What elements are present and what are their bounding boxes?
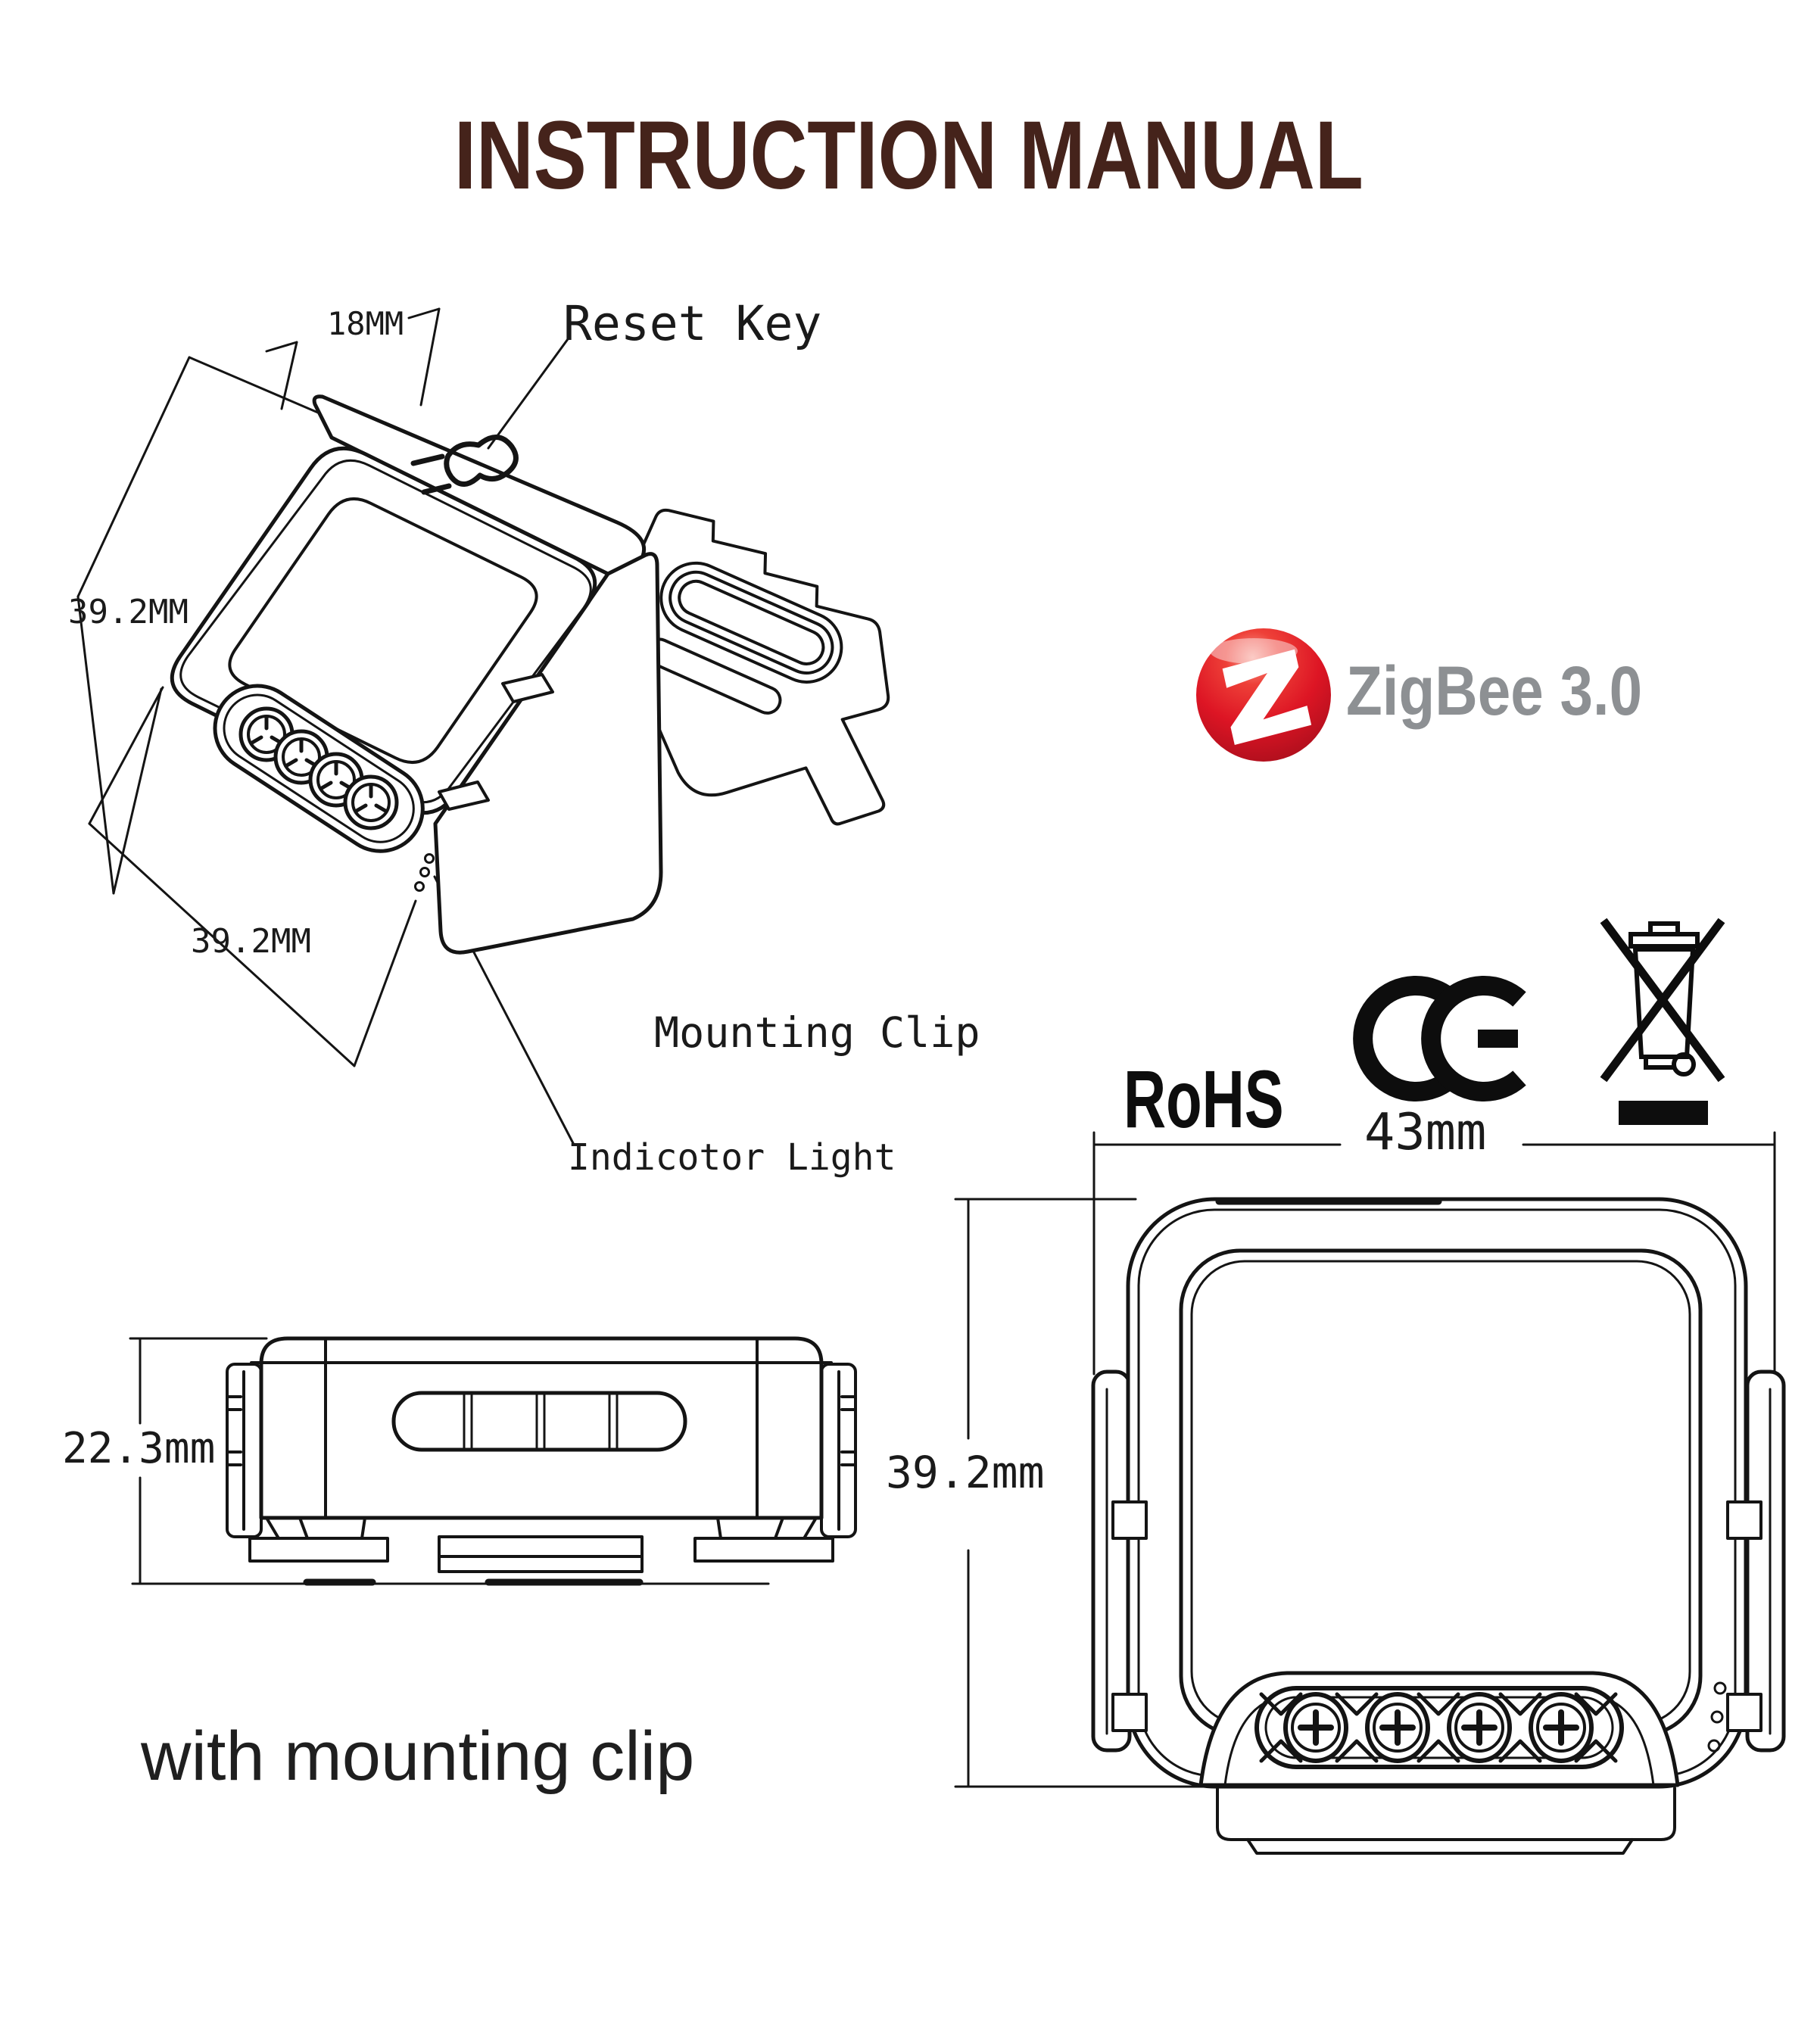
front-rail-tabs xyxy=(1111,1500,1762,1732)
terminal-screws-drawing xyxy=(213,684,425,853)
rohs-label: RoHS xyxy=(1124,1053,1284,1145)
side-view-drawing xyxy=(129,1336,857,1586)
side-body xyxy=(250,1336,833,1520)
side-dimension-lines xyxy=(129,1337,770,1585)
screw-terminal-icon xyxy=(238,706,399,830)
page-title-row: INSTRUCTION MANUAL xyxy=(0,107,1817,204)
dim-label-392mm-left: 39.2MM xyxy=(68,593,189,631)
reset-key-icon xyxy=(410,435,519,495)
side-clip-ears xyxy=(226,1363,857,1538)
dim-label-392mm-bottom: 39.2MM xyxy=(191,922,311,961)
reset-key-label: Reset Key xyxy=(563,296,822,351)
dim-label-18mm: 18MM xyxy=(327,305,404,342)
isometric-device-drawing xyxy=(76,307,890,1146)
dim-label-43mm: 43mm xyxy=(1364,1102,1487,1161)
side-view-caption: with mounting clip xyxy=(141,1718,695,1795)
front-view-drawing xyxy=(954,1131,1786,1855)
indicator-light-dots xyxy=(414,853,435,892)
side-base xyxy=(248,1516,834,1586)
front-terminal-block xyxy=(1198,1671,1680,1787)
page-title: INSTRUCTION MANUAL xyxy=(453,101,1364,210)
zigbee-wordmark: ZigBee 3.0 xyxy=(1346,653,1643,730)
mounting-clip-drawing xyxy=(602,508,890,826)
front-side-rails xyxy=(1091,1369,1786,1753)
front-bottom-foot xyxy=(1216,1787,1676,1855)
zigbee-logo-icon xyxy=(1196,628,1331,762)
weee-bin-icon xyxy=(1600,918,1725,1125)
mounting-clip-label: Mounting Clip xyxy=(654,1008,980,1057)
dim-label-223mm: 22.3mm xyxy=(62,1424,216,1473)
dim-label-392mm-front: 39.2mm xyxy=(886,1447,1045,1498)
iso-dimension-lines xyxy=(76,307,575,1146)
front-screws xyxy=(1283,1692,1594,1763)
front-dimension-lines xyxy=(954,1131,1776,1788)
ce-mark-icon xyxy=(1353,976,1526,1101)
indicator-light-label: Indicotor Light xyxy=(568,1136,896,1179)
device-box-drawing xyxy=(170,394,663,955)
front-indicator-dots xyxy=(1707,1681,1727,1753)
